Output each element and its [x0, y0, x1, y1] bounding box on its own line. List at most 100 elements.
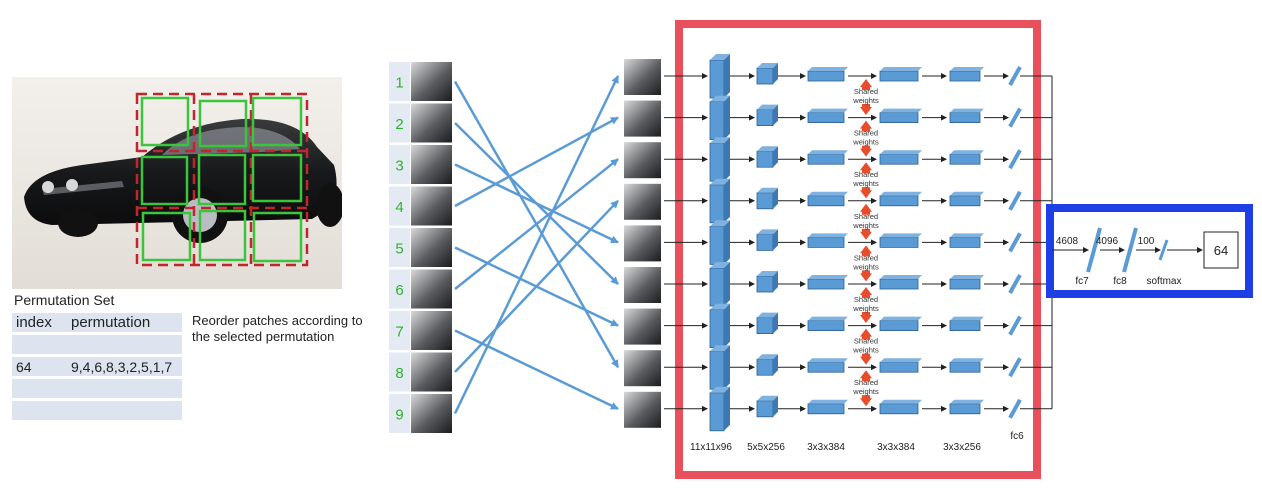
patch-number: 8: [395, 365, 403, 382]
patch-number: 4: [395, 199, 403, 216]
siamese-frame: [675, 20, 1041, 479]
conv-block: [756, 400, 774, 418]
conv-block-top: [880, 316, 922, 321]
up-down-arrow: [862, 228, 870, 233]
patch-number-cell: [389, 311, 410, 350]
dim-label: 100: [1138, 236, 1155, 247]
patch-number-cell: [389, 352, 410, 392]
shared-weights-label: Shared: [854, 129, 878, 138]
cell-index: 64: [12, 357, 67, 376]
conv-block-side: [724, 95, 730, 140]
conv-block: [879, 403, 919, 415]
shared-weights-label: weights: [852, 346, 879, 355]
conv-block-top: [950, 233, 984, 238]
conv-block-top: [880, 275, 922, 279]
conv-block-top: [808, 233, 848, 238]
conv-block-side: [724, 345, 730, 390]
up-down-arrow: [862, 104, 870, 108]
shared-weights-label: Shared: [854, 295, 878, 304]
fc-layer: [1086, 227, 1102, 273]
cell-index: [12, 379, 67, 398]
permutation-arrow: [454, 122, 619, 285]
conv-block-top: [808, 67, 848, 71]
patch-number-cell: [389, 394, 410, 433]
conv-block: [879, 236, 919, 248]
up-down-arrow: [860, 370, 872, 379]
conv-block: [756, 150, 774, 168]
shared-weights-label: Shared: [854, 170, 878, 179]
conv-block-top: [710, 262, 730, 268]
header-permutation: permutation: [67, 313, 182, 332]
conv-block-top: [880, 399, 922, 404]
conv-block-top: [880, 67, 922, 71]
up-down-arrow: [860, 231, 872, 240]
conv-block: [879, 112, 919, 123]
conv-block-side: [773, 271, 778, 292]
conv-block-top: [808, 316, 848, 321]
dim-label: 4096: [1096, 236, 1119, 247]
up-down-arrow: [862, 294, 870, 298]
patch-number-cell: [389, 269, 410, 309]
conv-block-top: [710, 303, 730, 310]
conv-block: [807, 403, 845, 415]
image-patch: [411, 352, 452, 392]
shared-weights-label: Shared: [854, 212, 878, 221]
cell-permutation: 9,4,6,8,3,2,5,1,7: [67, 357, 182, 376]
patch-number: 3: [395, 158, 403, 175]
shared-weights-label: weights: [852, 262, 879, 271]
up-down-arrow: [862, 353, 870, 358]
up-down-arrow: [860, 273, 872, 282]
conv-block-top: [710, 95, 730, 102]
table-header-row: index permutation: [12, 313, 182, 332]
up-down-arrow: [860, 148, 872, 157]
conv-block-top: [880, 233, 922, 238]
conv-block: [756, 317, 774, 335]
reorder-caption: Reorder patches according to the selecte…: [192, 313, 363, 344]
cell-permutation: [67, 379, 182, 398]
up-down-arrow: [860, 79, 872, 87]
table-row: [12, 379, 182, 398]
up-down-arrow: [862, 127, 870, 132]
car-photo: [12, 77, 344, 289]
conv-block-top: [880, 191, 922, 196]
up-down-arrow: [860, 328, 872, 337]
conv-block-top: [710, 137, 730, 144]
layer-label: 3x3x384: [807, 442, 845, 453]
conv-block-top: [808, 399, 848, 404]
conv-block-top: [757, 271, 778, 276]
image-patch: [411, 103, 452, 143]
conv-block: [949, 403, 981, 415]
conv-block: [756, 358, 774, 376]
conv-block: [709, 267, 725, 307]
conv-block: [807, 70, 845, 82]
table-row: [12, 335, 182, 354]
up-down-arrow: [862, 210, 870, 215]
conv-block: [709, 225, 725, 265]
image-patch: [624, 142, 661, 179]
up-down-arrow: [860, 107, 872, 115]
fc-layer: [1008, 149, 1022, 170]
layer-label: 11x11x96: [690, 442, 732, 453]
conv-block: [709, 309, 725, 349]
conv-block: [949, 153, 981, 165]
patch-number-cell: [389, 62, 410, 101]
output-label: 64: [1214, 243, 1228, 258]
conv-block-side: [773, 63, 778, 84]
patch-number: 7: [395, 324, 403, 341]
up-down-arrow: [862, 312, 870, 316]
conv-block-side: [773, 187, 778, 209]
conv-block-top: [808, 108, 848, 113]
head-frame: [1046, 204, 1253, 298]
conv-block-top: [950, 399, 984, 404]
conv-block-top: [880, 150, 922, 155]
up-down-arrow: [860, 190, 872, 199]
shared-weights-label: weights: [852, 304, 879, 313]
patch-number: 2: [395, 116, 403, 133]
layer-label: 3x3x256: [943, 442, 981, 453]
permutation-arrow: [454, 246, 619, 327]
image-patch: [624, 391, 661, 428]
conv-block: [949, 112, 981, 123]
conv-block: [709, 59, 725, 99]
